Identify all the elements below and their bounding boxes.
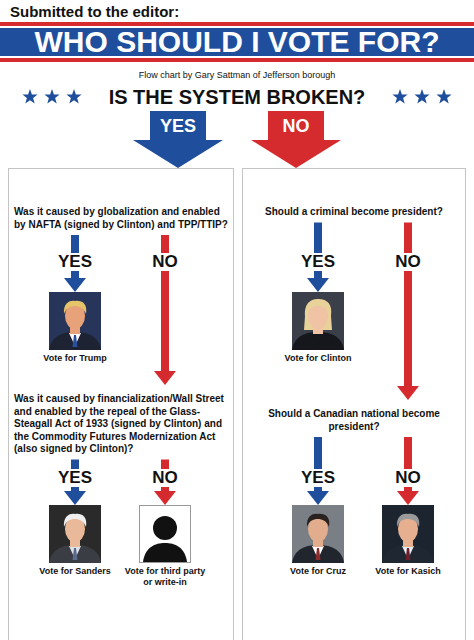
arrow-shaft [404,223,412,388]
candidate-box: Vote for Clinton [275,292,361,364]
arrow-head [154,491,176,505]
title-text: WHO SHOULD I VOTE FOR? [35,28,440,56]
edge-label: YES [298,253,338,271]
candidate-box: Vote for Kasich [365,505,451,577]
candidate-box: Vote for Sanders [32,505,118,577]
column-frame [8,168,466,640]
title-banner [0,28,474,56]
candidate-box: Vote for Cruz [275,505,361,577]
arrow-head [133,140,223,168]
big-arrow [133,111,223,168]
banner-box: WHO SHOULD I VOTE FOR? [0,28,474,56]
edge-label: NO [149,253,181,271]
banner-stripe [0,22,474,26]
edge-label: YES [298,469,338,487]
node-text: Vote for Sanders [32,566,118,577]
arrow-head [64,278,86,292]
question-box: Should a criminal become president? [242,168,466,223]
portrait-photo [49,505,101,563]
header-note: Submitted to the editor: [10,3,179,20]
candidate-box: Vote for third party or write-in [122,505,208,588]
caption-box: Flow chart by Gary Sattman of Jefferson … [0,64,474,82]
edge-label: YES [157,117,199,135]
question-heading: IS THE SYSTEM BROKEN? [100,84,374,111]
arrow-shaft [268,111,324,141]
node-text: Vote for Cruz [275,566,361,577]
question-box: Should a Canadian national become presid… [242,400,466,437]
node-text: Vote for Kasich [365,566,451,577]
edge-label: NO [392,469,424,487]
arrow-head [307,278,329,292]
edge-label: YES [55,253,95,271]
arrow-head [154,371,176,385]
banner-stripe [0,58,474,62]
node-text: Was it caused by financialization/Wall S… [14,393,228,456]
node-text: IS THE SYSTEM BROKEN? [109,86,366,109]
node-text: Should a Canadian national become presid… [250,408,458,433]
arrow-shaft [150,111,206,141]
edge-label: NO [149,469,181,487]
portrait-photo [139,505,191,563]
edge-label: NO [280,117,313,135]
portrait-photo [382,505,434,563]
edge-label: NO [392,253,424,271]
node-text: Vote for third party or write-in [122,566,208,588]
portrait-photo [292,292,344,350]
edge-label: YES [55,469,95,487]
node-text: Vote for Clinton [275,353,361,364]
question-box: Was it caused by financialization/Wall S… [8,385,234,460]
caption-text: Flow chart by Gary Sattman of Jefferson … [139,70,335,81]
arrow-head [251,140,341,168]
arrow-head [64,491,86,505]
arrow-head [397,386,419,400]
node-text: Vote for Trump [32,353,118,364]
question-box: Was it caused by globalization and enabl… [8,168,234,235]
flow-arrow [397,223,419,401]
candidate-box: Vote for Trump [32,292,118,364]
portrait-photo [49,292,101,350]
arrow-head [307,491,329,505]
big-arrow [251,111,341,168]
node-text: Was it caused by globalization and enabl… [14,206,228,231]
portrait-photo [292,505,344,563]
arrow-head [397,491,419,505]
node-text: Should a criminal become president? [250,206,458,219]
